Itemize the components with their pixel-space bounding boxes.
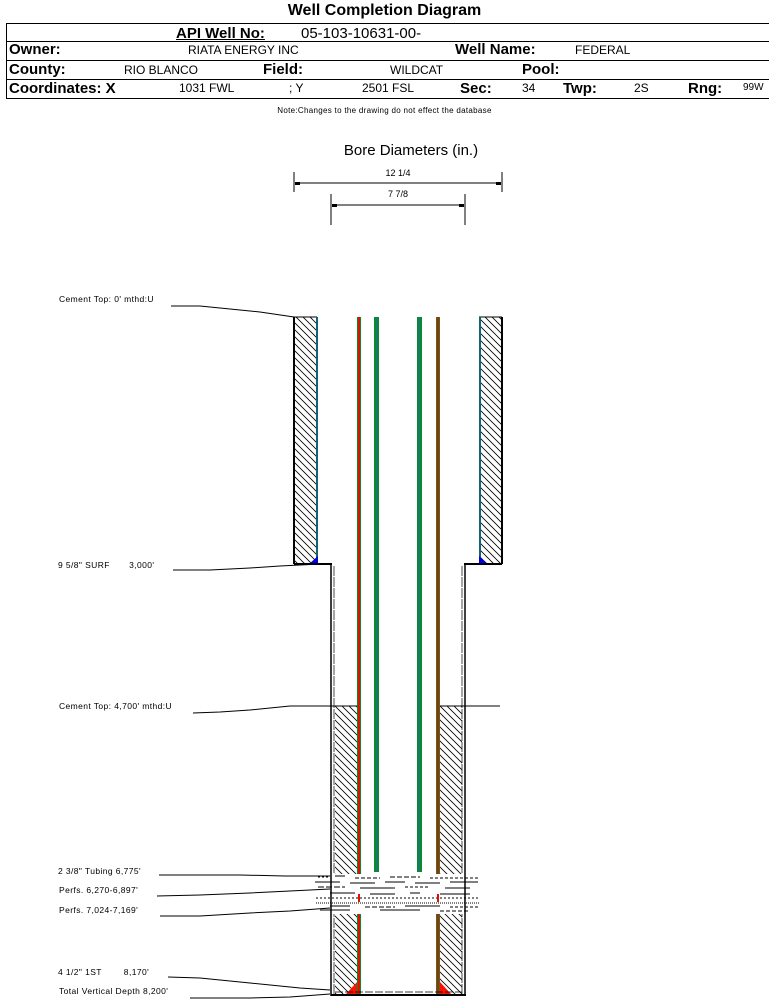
leader-total-depth	[190, 993, 331, 999]
leader-perfs-2	[160, 907, 331, 917]
leader-lines	[156, 305, 331, 999]
county-label: County:	[9, 61, 66, 78]
twp-value: 2S	[634, 81, 649, 95]
bore-dimension-inner	[330, 194, 466, 225]
production-cement-right	[440, 706, 462, 994]
surface-casing	[309, 317, 488, 564]
bore-diameters-title: Bore Diameters (in.)	[343, 142, 479, 159]
leader-cement-top-surface	[171, 305, 295, 318]
surface-casing-shoe-right	[479, 556, 488, 564]
diagram-title: Well Completion Diagram	[287, 2, 482, 19]
coordinates-label: Coordinates: X	[9, 80, 116, 97]
annotation-perfs-2: Perfs. 7,024-7,169'	[59, 905, 139, 915]
annotation-production-casing: 4 1/2" 1ST 8,170'	[58, 967, 150, 977]
perforations	[315, 874, 482, 914]
disclaimer-note: Note:Changes to the drawing do not effec…	[277, 106, 492, 115]
bore-dimension-outer	[293, 172, 503, 192]
bore-outer-label: 12 1/4	[385, 168, 411, 178]
owner-value: RIATA ENERGY INC	[188, 43, 299, 57]
coord-x-value: 1031 FWL	[179, 81, 235, 95]
twp-label: Twp:	[563, 80, 597, 97]
surface-cement-right	[480, 317, 502, 564]
sec-value: 34	[522, 81, 536, 95]
leader-tubing	[159, 874, 330, 877]
annotation-perfs-1: Perfs. 6,270-6,897'	[59, 885, 139, 895]
production-casing	[346, 317, 451, 994]
leader-surface-casing	[173, 563, 321, 571]
api-value: 05-103-10631-00-	[301, 25, 422, 42]
tubing-string	[374, 317, 422, 872]
sec-label: Sec:	[460, 80, 492, 97]
pool-label: Pool:	[522, 61, 560, 78]
rng-value: 99W	[743, 82, 764, 93]
leader-cement-top-production	[192, 705, 331, 714]
field-label: Field:	[263, 61, 303, 78]
leader-production-casing	[167, 976, 331, 991]
production-casing-shoe-left	[346, 982, 357, 994]
annotation-total-depth: Total Vertical Depth 8,200'	[59, 986, 169, 996]
owner-label: Owner:	[9, 41, 61, 58]
api-label: API Well No:	[176, 25, 265, 42]
field-value: WILDCAT	[390, 63, 444, 77]
coord-y-separator: ; Y	[289, 81, 304, 95]
production-casing-shoe-right	[440, 982, 451, 994]
surface-casing-shoe-left	[309, 556, 318, 564]
well-name-label: Well Name:	[455, 41, 536, 58]
annotation-tubing: 2 3/8" Tubing 6,775'	[58, 866, 142, 876]
coord-y-value: 2501 FSL	[362, 81, 415, 95]
well-name-value: FEDERAL	[575, 43, 631, 57]
annotation-cement-top-production: Cement Top: 4,700' mthd:U	[59, 701, 173, 711]
leader-perfs-1	[156, 888, 331, 897]
annotation-surface-casing: 9 5/8" SURF 3,000'	[58, 560, 155, 570]
rng-label: Rng:	[688, 80, 723, 97]
bore-inner-label: 7 7/8	[387, 189, 409, 199]
production-cement-left	[335, 706, 357, 994]
surface-cement-left	[294, 317, 316, 564]
annotation-cement-top-surface: Cement Top: 0' mthd:U	[59, 294, 154, 304]
county-value: RIO BLANCO	[124, 63, 199, 77]
